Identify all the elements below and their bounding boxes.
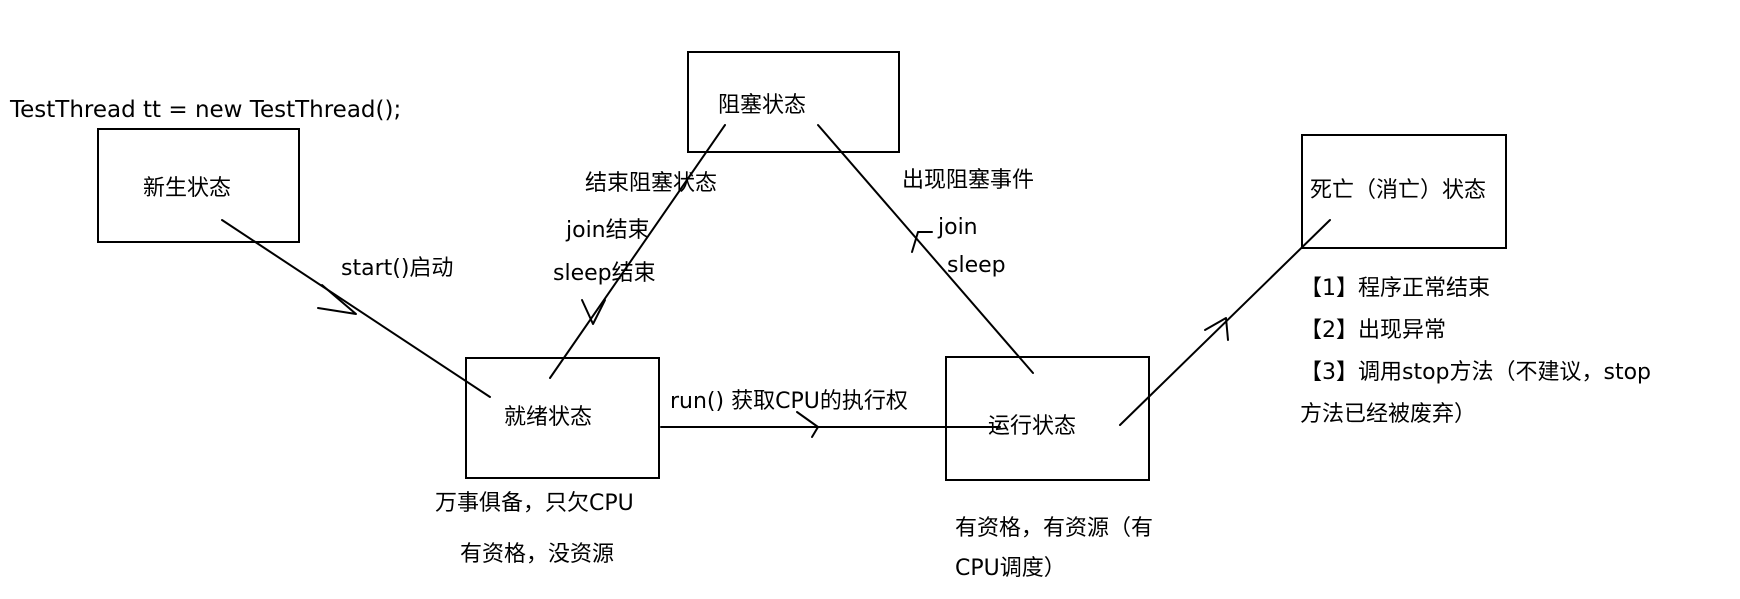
state-dead-box [1301, 134, 1507, 249]
transition-start-label: start()启动 [341, 256, 454, 281]
code-line: TestThread tt = new TestThread(); [10, 97, 402, 123]
state-running-box [945, 356, 1150, 481]
state-ready-label: 就绪状态 [504, 405, 593, 430]
transition-unblock-sleep: sleep结束 [553, 261, 656, 286]
state-dead-label: 死亡（消亡）状态 [1310, 178, 1487, 203]
transition-block-join: join [938, 215, 978, 240]
transition-unblock-join: join结束 [566, 218, 650, 243]
transition-block-title: 出现阻塞事件 [902, 168, 1035, 193]
state-blocked-label: 阻塞状态 [718, 93, 807, 118]
running-note-2: CPU调度） [955, 556, 1066, 581]
arrowhead-blocked-to-ready [581, 299, 606, 325]
arrowhead-running-to-dead [1204, 317, 1229, 341]
arrow-new-to-ready [221, 219, 491, 398]
dead-reason-1: 【1】程序正常结束 [1300, 276, 1490, 301]
dead-reason-3-line1: 【3】调用stop方法（不建议，stop [1300, 360, 1652, 385]
running-note-1: 有资格，有资源（有 [955, 516, 1154, 541]
arrow-running-to-dead [1119, 219, 1331, 426]
transition-run-label: run() 获取CPU的执行权 [670, 389, 908, 414]
state-new-box [97, 128, 300, 243]
dead-reason-3-line2: 方法已经被废弃） [1300, 402, 1477, 427]
state-blocked-box [687, 51, 900, 153]
ready-note-2: 有资格，没资源 [460, 542, 615, 567]
arrowhead-running-to-blocked [911, 231, 933, 253]
arrow-blocked-to-ready [549, 124, 726, 379]
arrowhead-ready-to-running [796, 411, 819, 438]
state-running-label: 运行状态 [988, 414, 1077, 439]
state-ready-box [465, 357, 660, 479]
ready-note-1: 万事俱备，只欠CPU [435, 491, 634, 516]
transition-block-sleep: sleep [947, 253, 1006, 278]
transition-unblock-title: 结束阻塞状态 [585, 171, 718, 196]
arrow-running-to-blocked [817, 124, 1034, 374]
dead-reason-2: 【2】出现异常 [1300, 318, 1446, 343]
arrowhead-new-to-ready [317, 284, 357, 315]
state-new-label: 新生状态 [143, 176, 232, 201]
